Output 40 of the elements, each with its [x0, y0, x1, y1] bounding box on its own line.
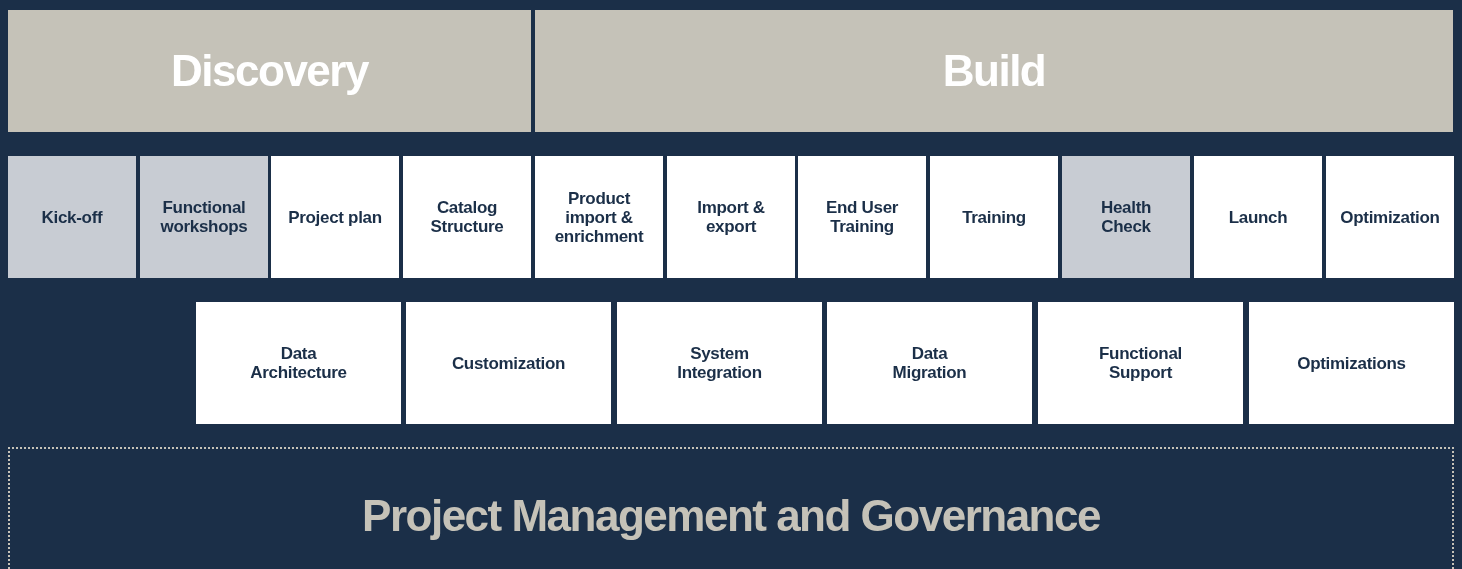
step-label: Optimization [1340, 207, 1440, 227]
step-label: Product import & enrichment [553, 188, 645, 246]
step-label: Launch [1228, 207, 1288, 227]
step-label: Project plan [288, 207, 382, 227]
step-box [617, 302, 822, 424]
frame-title: Project Management and Governance [362, 491, 1100, 541]
step-label: Customization [451, 353, 566, 373]
step-box [8, 156, 136, 278]
step-box [1326, 156, 1454, 278]
step-label: System Integration [676, 344, 763, 382]
step-box [827, 302, 1032, 424]
step-box [1194, 156, 1322, 278]
phase-band [535, 10, 1453, 132]
step-label: Health Check [1099, 198, 1153, 236]
step-label: Optimizations [1297, 353, 1406, 373]
step-box [406, 302, 611, 424]
step-box [1062, 156, 1190, 278]
step-box [403, 156, 531, 278]
step-box [196, 302, 401, 424]
step-label: Functional workshops [159, 198, 249, 236]
phase-title: Build [942, 46, 1046, 96]
step-box [140, 156, 268, 278]
step-box [1249, 302, 1454, 424]
step-label: Kick-off [41, 207, 103, 227]
step-box [535, 156, 663, 278]
step-label: Data Migration [891, 344, 968, 382]
dotted-frame [8, 447, 1454, 569]
phase-band [8, 10, 531, 132]
step-label: Catalog Structure [429, 198, 505, 236]
step-box [930, 156, 1058, 278]
step-box [1038, 302, 1243, 424]
step-label: Functional Support [1098, 344, 1183, 382]
step-label: Data Architecture [249, 344, 348, 382]
step-label: Import & export [696, 198, 766, 236]
step-box [667, 156, 795, 278]
step-label: End User Training [824, 198, 900, 236]
step-box [798, 156, 926, 278]
step-label: Training [962, 207, 1026, 227]
step-box [271, 156, 399, 278]
phase-title: Discovery [171, 46, 368, 96]
